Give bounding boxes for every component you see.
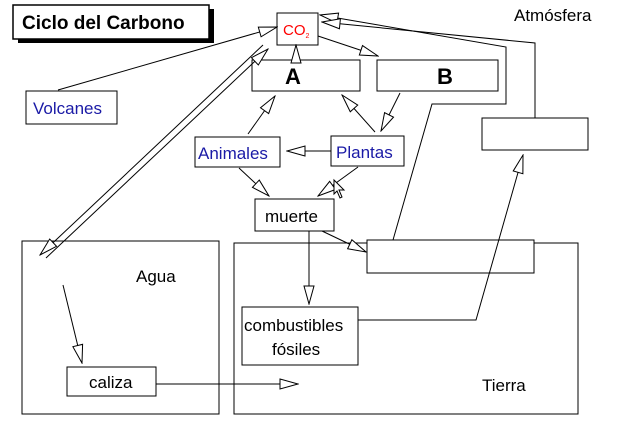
co2-label: CO2 xyxy=(283,22,310,40)
muerte-label: muerte xyxy=(265,207,318,226)
fosiles-label: fósiles xyxy=(272,340,320,359)
plantas-box xyxy=(330,135,405,167)
arrow-muerte-to-tierra-box xyxy=(321,230,366,252)
title: Ciclo del Carbono xyxy=(22,13,185,34)
mouse-cursor-icon xyxy=(333,178,346,199)
atmosfera-label: Atmósfera xyxy=(514,6,592,25)
arrow-plantas-to-muerte xyxy=(318,166,359,196)
arrow-tierra-box-to-co2 xyxy=(320,15,507,241)
arrow-animales-to-muerte xyxy=(238,167,269,196)
arrow-plantas-to-a xyxy=(342,95,376,133)
agua-region xyxy=(21,240,220,415)
agua-label: Agua xyxy=(136,267,176,286)
animales-box xyxy=(194,136,281,168)
volcanes-box xyxy=(25,90,118,125)
combustibles-box xyxy=(241,306,359,366)
arrow-combustibles-to-atmosphere-box xyxy=(358,155,523,321)
arrow-animales-to-a xyxy=(247,96,275,135)
arrow-co2-to-agua xyxy=(40,44,264,255)
arrow-atmosphere-box-to-co2 xyxy=(322,22,536,118)
title-box xyxy=(12,4,210,40)
tierra-label: Tierra xyxy=(482,376,526,395)
a-label: A xyxy=(285,64,301,89)
arrow-agua-to-caliza xyxy=(62,284,82,363)
arrow-co2-to-b xyxy=(317,35,378,56)
tierra-empty-box xyxy=(366,239,535,274)
co2-box xyxy=(276,12,319,46)
arrow-b-to-plantas xyxy=(381,92,401,131)
atmosphere-empty-box xyxy=(481,117,589,151)
animales-label: Animales xyxy=(198,144,268,163)
plantas-label: Plantas xyxy=(336,143,393,162)
a-box xyxy=(251,59,361,92)
caliza-box xyxy=(66,366,157,397)
volcanes-label: Volcanes xyxy=(33,99,102,118)
b-label: B xyxy=(437,64,453,89)
combustibles-label: combustibles xyxy=(244,316,343,335)
caliza-label: caliza xyxy=(89,373,133,392)
muerte-box xyxy=(254,198,335,232)
arrow-agua-to-co2 xyxy=(45,49,268,259)
arrow-volcanes-to-co2 xyxy=(57,27,277,91)
b-box xyxy=(376,59,499,92)
